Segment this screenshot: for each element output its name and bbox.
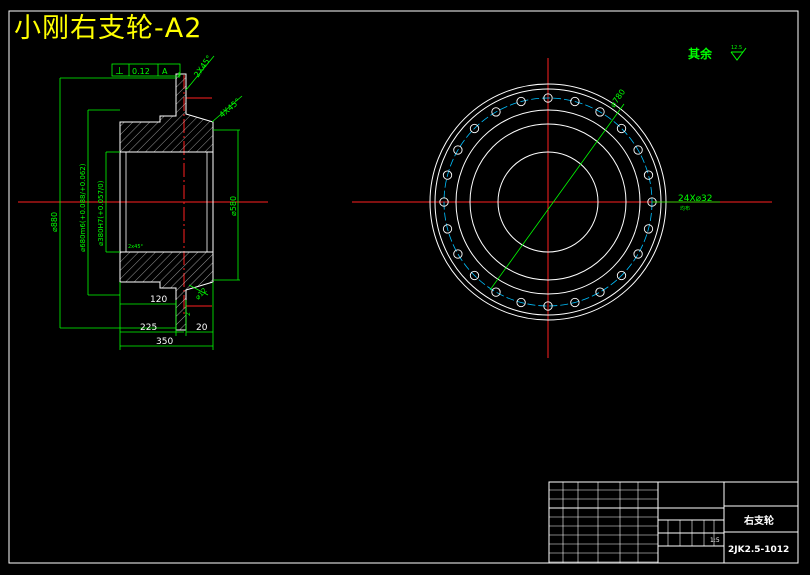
dim-holes: 24X⌀32 [678, 194, 713, 204]
dim-20: 20 [196, 323, 208, 333]
part-name: 右支轮 [743, 514, 774, 527]
bolt-hole [516, 297, 526, 308]
bolt-hole [469, 270, 480, 281]
bolt-hole [442, 170, 453, 180]
bolt-hole [442, 224, 453, 234]
bolt-hole [633, 249, 643, 259]
gdt-symbol: ⊥ [115, 66, 124, 77]
bolt-hole [595, 287, 605, 297]
gdt-tolerance: 0.12 [132, 67, 150, 76]
bolt-hole [469, 123, 480, 134]
bolt-hole [453, 249, 463, 259]
bolt-hole [570, 297, 580, 308]
dim-350: 350 [156, 337, 173, 347]
bolt-hole [643, 170, 654, 180]
bolt-hole [570, 96, 580, 107]
title-block: 右支轮 2JK2.5-1012 1:5 [548, 481, 799, 564]
bolt-hole [595, 107, 605, 117]
gdt-datum: A [162, 67, 168, 76]
dim-225: 225 [140, 323, 157, 333]
leader-chamfer-top [185, 55, 215, 91]
drawing-frame [8, 10, 799, 564]
scale-value: 1:5 [710, 537, 720, 544]
gdt-frame: ⊥ 0.12 A [111, 63, 181, 78]
bolt-hole [633, 145, 643, 155]
drawing-title: 小刚右支轮-A2 [14, 13, 203, 44]
dim-chamfer-top: 2X45° [192, 54, 214, 79]
drawing-number: 2JK2.5-1012 [728, 545, 789, 555]
bolt-hole [543, 301, 553, 311]
dim-dia-880: ⌀880 [50, 212, 59, 232]
dim-dia-580: ⌀580 [229, 196, 238, 216]
section-view: ⊥ 0.12 A 2X45° 4X45° 2x45° ⌀880 ⌀680m6(+… [18, 54, 268, 350]
dim-dia-380: ⌀380H7(+0.057/0) [97, 180, 105, 246]
bolt-hole [491, 287, 501, 297]
dim-holes-note: 均布 [680, 205, 690, 212]
pcd-leader [489, 103, 625, 291]
roughness-mark: 其余 12.5 [688, 45, 747, 61]
bore-circle [497, 151, 599, 253]
bolt-hole [439, 197, 449, 207]
dim-dia-680: ⌀680m6(+0.088/+0.062) [79, 163, 87, 252]
dim-chamfer-inner: 2x45° [128, 244, 144, 250]
bolt-hole [616, 123, 627, 134]
bolt-hole [491, 107, 501, 117]
roughness-label: 其余 [688, 46, 713, 61]
roughness-value: 12.5 [731, 45, 742, 51]
upper-section-body [119, 73, 214, 153]
bolt-hole [616, 270, 627, 281]
bolt-hole [643, 224, 654, 234]
roughness-symbol [730, 47, 747, 61]
bore-outline [119, 151, 214, 253]
front-view: ⌀780 24X⌀32 均布 [352, 58, 772, 358]
bolt-hole [516, 96, 526, 107]
dim-2: 2 [185, 312, 192, 316]
dim-120: 120 [150, 295, 167, 305]
bolt-hole [453, 145, 463, 155]
bolt-hole [543, 93, 553, 103]
leader-dia-12 [188, 284, 209, 296]
dim-chamfer-4: 4X45° [218, 97, 243, 120]
leader-chamfer-4 [211, 95, 243, 123]
dim-pcd: ⌀780 [608, 88, 627, 110]
